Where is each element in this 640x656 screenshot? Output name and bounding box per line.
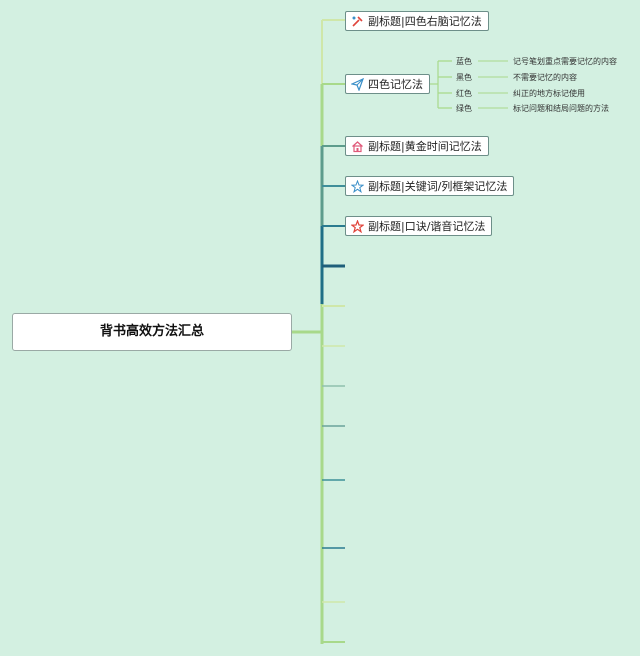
- branch-keyword-framework-memory[interactable]: 副标题|关键词/列框架记忆法: [345, 176, 515, 196]
- branch-four-color-memory[interactable]: 四色记忆法: [345, 74, 430, 94]
- sub-desc-red[interactable]: 纠正的地方标记使用: [513, 89, 585, 98]
- branch-label: 副标题|四色右脑记忆法: [368, 15, 482, 28]
- star-outline-icon: [351, 179, 364, 193]
- tools-icon: [351, 15, 364, 28]
- sub-color-red[interactable]: 红色: [456, 89, 472, 98]
- branch-label: 副标题|黄金时间记忆法: [368, 140, 482, 153]
- star-red-icon: [351, 219, 364, 233]
- sub-desc-black[interactable]: 不需要记忆的内容: [513, 73, 577, 82]
- branch-four-color-right-brain[interactable]: 副标题|四色右脑记忆法: [345, 11, 489, 31]
- sub-color-black[interactable]: 黑色: [456, 73, 472, 82]
- root-title: 背书高效方法汇总: [99, 324, 204, 339]
- sub-desc-green[interactable]: 标记问题和结局问题的方法: [513, 104, 609, 113]
- branch-label: 副标题|口诀/谐音记忆法: [368, 220, 486, 233]
- branch-golden-time-memory[interactable]: 副标题|黄金时间记忆法: [345, 136, 489, 156]
- branch-label: 四色记忆法: [368, 78, 423, 91]
- home-icon: [351, 140, 364, 153]
- sub-color-blue[interactable]: 蓝色: [456, 57, 472, 66]
- branch-label: 副标题|关键词/列框架记忆法: [368, 180, 508, 193]
- branch-mnemonic-memory[interactable]: 副标题|口诀/谐音记忆法: [345, 216, 493, 236]
- paper-plane-icon: [351, 77, 364, 91]
- root-topic[interactable]: 背书高效方法汇总: [12, 313, 292, 351]
- sub-desc-blue[interactable]: 记号笔划重点需要记忆的内容: [513, 57, 617, 66]
- sub-color-green[interactable]: 绿色: [456, 104, 472, 113]
